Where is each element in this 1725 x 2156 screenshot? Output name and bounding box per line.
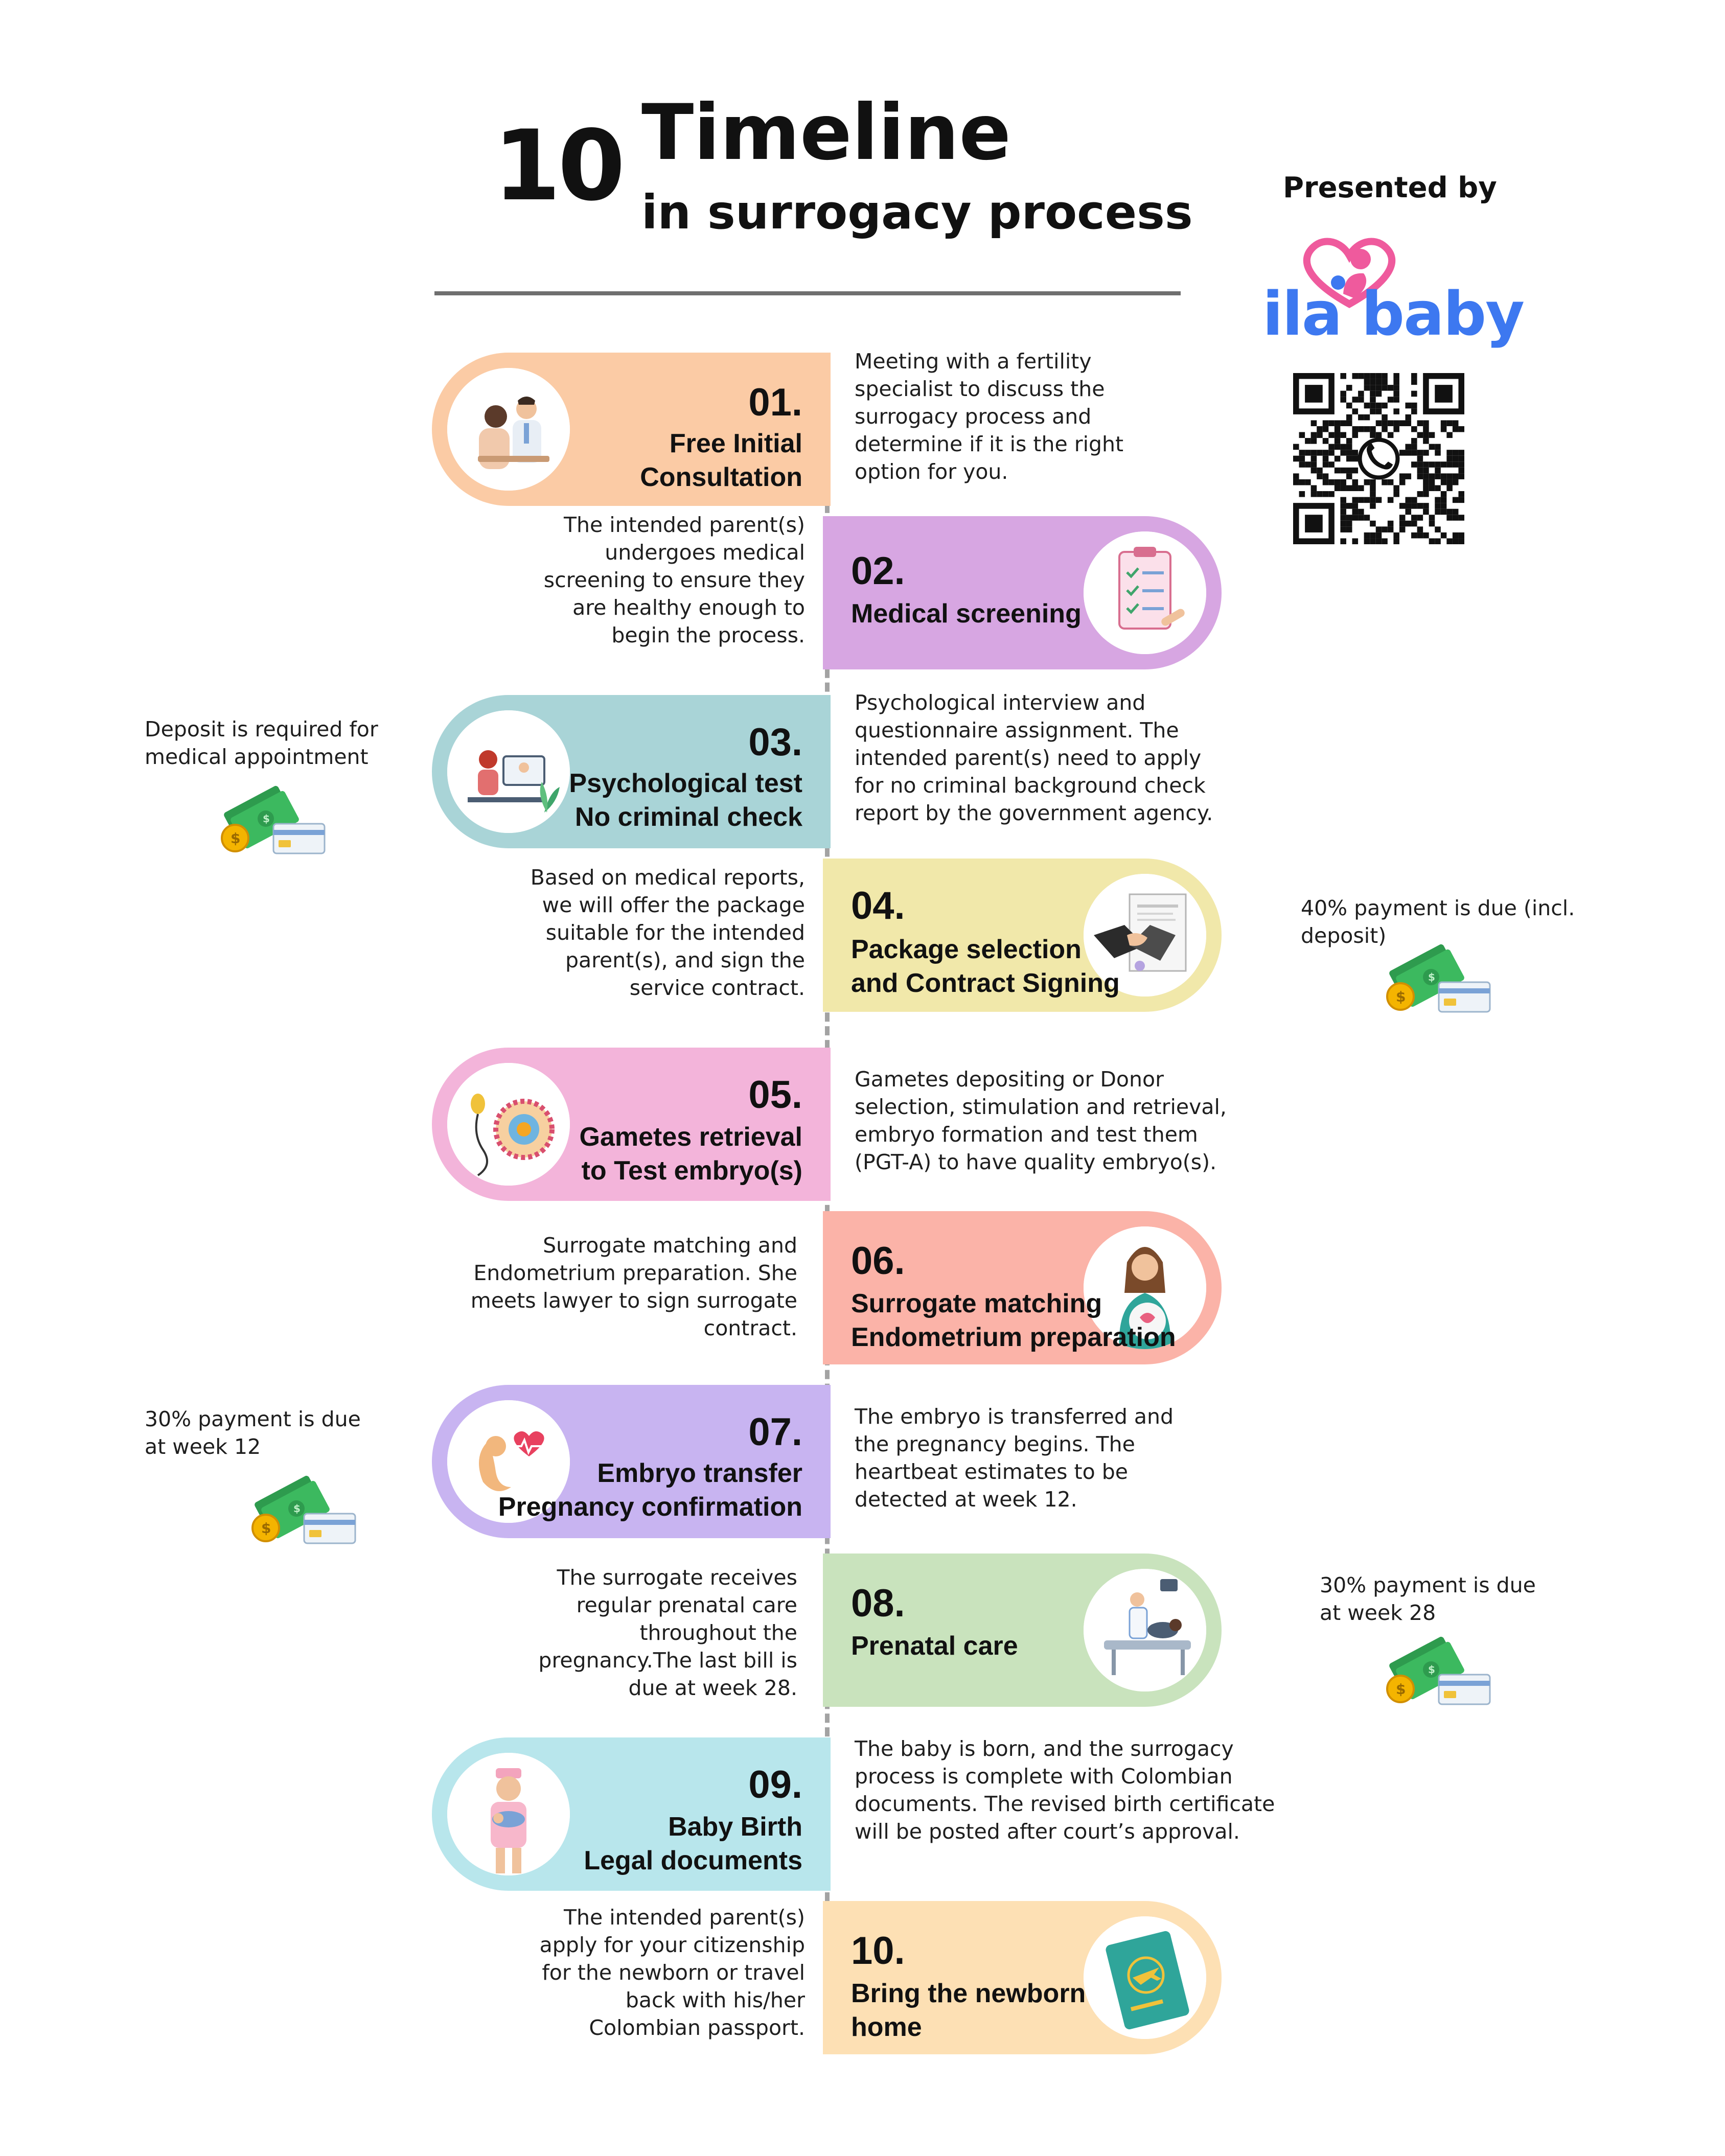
step-card-10: 10. Bring the newborn home [823, 1901, 1222, 2054]
step-number: 09. [748, 1763, 802, 1806]
step-card-03: 03. Psychological test No criminal check [432, 695, 831, 848]
step-card-08: 08. Prenatal care [823, 1554, 1222, 1707]
step-description: The baby is born, and the surrogacy proc… [855, 1736, 1275, 1844]
step-label: Medical screening [851, 599, 1082, 629]
step-description: The intended parent(s) apply for your ci… [539, 1905, 805, 2040]
step-card-01: 01. Free Initial Consultation [432, 353, 831, 506]
payment-note: 30% payment is due at week 28 [1320, 1573, 1536, 1625]
step-number: 10. [851, 1929, 905, 1973]
presented-by-label: Presented by [1283, 171, 1497, 204]
step-card-07: 07. Embryo transfer Pregnancy confirmati… [432, 1385, 831, 1538]
step-card-05: 05. Gametes retrieval to Test embryo(s) [432, 1048, 831, 1201]
step-number: 04. [851, 884, 905, 928]
step-label: Bring the newborn home [851, 1979, 1086, 2042]
embryo-heartbeat-icon [447, 1400, 570, 1523]
ultrasound-exam-icon [1084, 1569, 1206, 1691]
step-label: Gametes retrieval to Test embryo(s) [579, 1122, 803, 1186]
egg-sperm-icon [447, 1063, 570, 1186]
payment-note: 40% payment is due (incl. deposit) [1301, 896, 1575, 948]
money-card-icon [245, 1472, 363, 1548]
step-description: Gametes depositing or Donor selection, s… [855, 1067, 1227, 1174]
step-description: The surrogate receives regular prenatal … [538, 1565, 797, 1700]
step-description: The intended parent(s) undergoes medical… [543, 513, 805, 647]
step-number: 02. [851, 549, 905, 593]
nurse-newborn-icon [447, 1753, 570, 1875]
step-label: Surrogate matching Endometrium preparati… [851, 1289, 1176, 1352]
doctor-consultation-icon [447, 368, 570, 491]
step-number: 05. [748, 1073, 802, 1117]
medical-checklist-icon [1084, 531, 1206, 654]
step-description: The embryo is transferred and the pregna… [855, 1404, 1174, 1512]
step-label: Psychological test No criminal check [569, 769, 802, 832]
ila-baby-logo: ila baby [1262, 233, 1525, 358]
whatsapp-qr-code-icon[interactable] [1293, 373, 1464, 544]
title-divider [434, 291, 1181, 295]
handshake-contract-icon [1084, 874, 1206, 996]
passport-icon [1084, 1916, 1206, 2039]
step-label: Package selection and Contract Signing [851, 935, 1120, 998]
mother-heart-logo-icon [1303, 238, 1396, 309]
payment-note: Deposit is required for medical appointm… [145, 717, 378, 769]
step-card-02: 02. Medical screening [823, 516, 1222, 669]
step-number: 06. [851, 1239, 905, 1283]
step-number: 03. [748, 721, 802, 764]
step-card-04: 04. Package selection and Contract Signi… [823, 859, 1222, 1012]
step-number: 08. [851, 1582, 905, 1625]
step-label: Prenatal care [851, 1631, 1018, 1661]
step-description: Based on medical reports, we will offer … [530, 865, 805, 1000]
step-number: 01. [748, 381, 802, 424]
money-card-icon [1380, 1633, 1498, 1709]
pregnant-woman-icon [1084, 1226, 1206, 1349]
step-label: Free Initial Consultation [640, 429, 802, 492]
video-call-interview-icon [447, 710, 570, 833]
step-description: Surrogate matching and Endometrium prepa… [470, 1233, 797, 1340]
money-card-icon [1380, 940, 1498, 1017]
logo-text: ila baby [1262, 279, 1525, 349]
payment-note: 30% payment is due at week 12 [145, 1407, 361, 1459]
title-number: 10 [493, 109, 625, 222]
step-label: Embryo transfer Pregnancy confirmation [498, 1458, 802, 1522]
step-card-09: 09. Baby Birth Legal documents [432, 1737, 831, 1891]
step-description: Meeting with a fertility specialist to d… [855, 349, 1124, 484]
step-card-06: 06. Surrogate matching Endometrium prepa… [823, 1211, 1222, 1364]
money-card-icon [215, 782, 332, 859]
page-title: Timeline [641, 88, 1011, 177]
page-subtitle: in surrogacy process [641, 185, 1193, 240]
step-label: Baby Birth Legal documents [584, 1812, 802, 1875]
step-number: 07. [748, 1410, 802, 1454]
step-description: Psychological interview and questionnair… [855, 690, 1213, 825]
